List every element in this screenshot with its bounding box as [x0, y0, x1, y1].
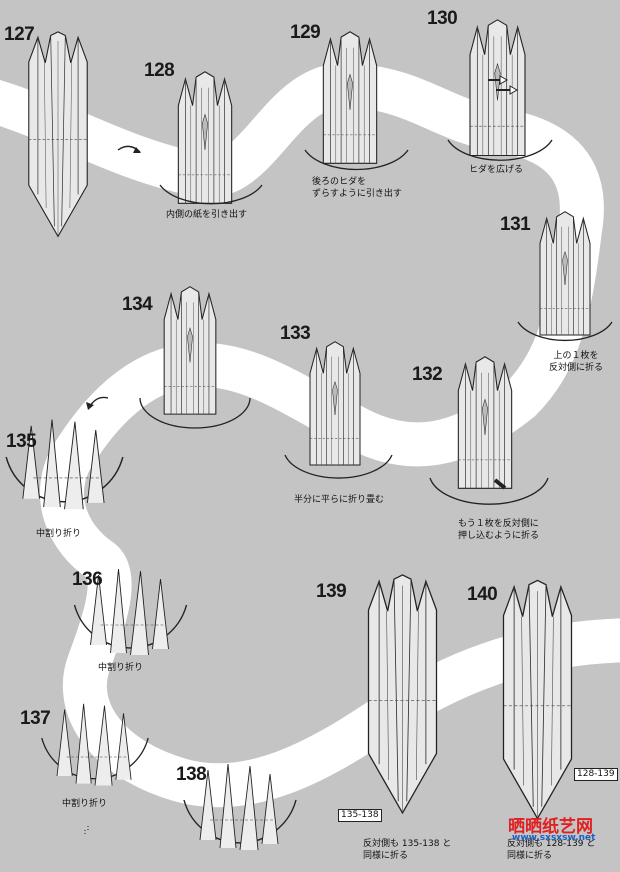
step-139-figure — [367, 574, 438, 814]
step-136-caption: 中割り折り — [98, 663, 144, 673]
step-135-number: 135 — [6, 431, 37, 452]
step-132-caption: もう１枚を反対側に 押し込むように折る — [458, 519, 540, 541]
step-134-figure — [163, 285, 217, 415]
step-128-caption: 内側の紙を引き出す — [166, 210, 248, 220]
step-133-caption: 半分に平らに折り畳む — [294, 495, 385, 505]
step-139-caption: 反対側も 135-138 と 同様に折る — [363, 839, 452, 861]
step-132-number: 132 — [412, 364, 443, 385]
step-140-ref-tag: 128-139 — [574, 768, 618, 781]
step-139-number: 139 — [316, 581, 347, 602]
step-129-caption: 後ろのヒダを ずらすように引き出す — [312, 177, 402, 199]
step-136-number: 136 — [72, 569, 103, 590]
step-133-figure — [309, 340, 361, 466]
step-127-number: 127 — [4, 24, 35, 45]
step-130-caption: ヒダを広げる — [469, 165, 524, 175]
step-137-caption: 中割り折り — [62, 799, 108, 809]
step-129-number: 129 — [290, 22, 321, 43]
step-130-figure — [469, 19, 526, 157]
step-134-number: 134 — [122, 294, 153, 315]
step-140-number: 140 — [467, 584, 498, 605]
step-127-figure — [28, 31, 88, 237]
step-139-ref-tag: 135-138 — [338, 809, 382, 822]
step-131-figure — [539, 210, 591, 336]
step-135-caption: 中割り折り — [36, 529, 82, 539]
step-133-number: 133 — [280, 323, 311, 344]
step-140-figure — [502, 579, 573, 820]
watermark-url: www.sxsxsw.net — [512, 833, 596, 843]
step-130-number: 130 — [427, 8, 458, 29]
step-128-number: 128 — [144, 60, 175, 81]
watermark-brand: 晒晒纸艺网 — [508, 812, 593, 837]
watermark-brand-text: 晒晒纸艺网 — [508, 817, 593, 837]
step-131-number: 131 — [500, 214, 531, 235]
step-137-number: 137 — [20, 708, 51, 729]
step-129-figure — [322, 31, 378, 165]
step-132-figure — [457, 355, 513, 490]
step-140-caption: 反対側も 128-139 と 同様に折る — [507, 839, 596, 861]
step-128-figure — [177, 71, 233, 205]
step-138-number: 138 — [176, 764, 207, 785]
step-131-caption: 上の１枚を 反対側に折る — [549, 351, 604, 373]
